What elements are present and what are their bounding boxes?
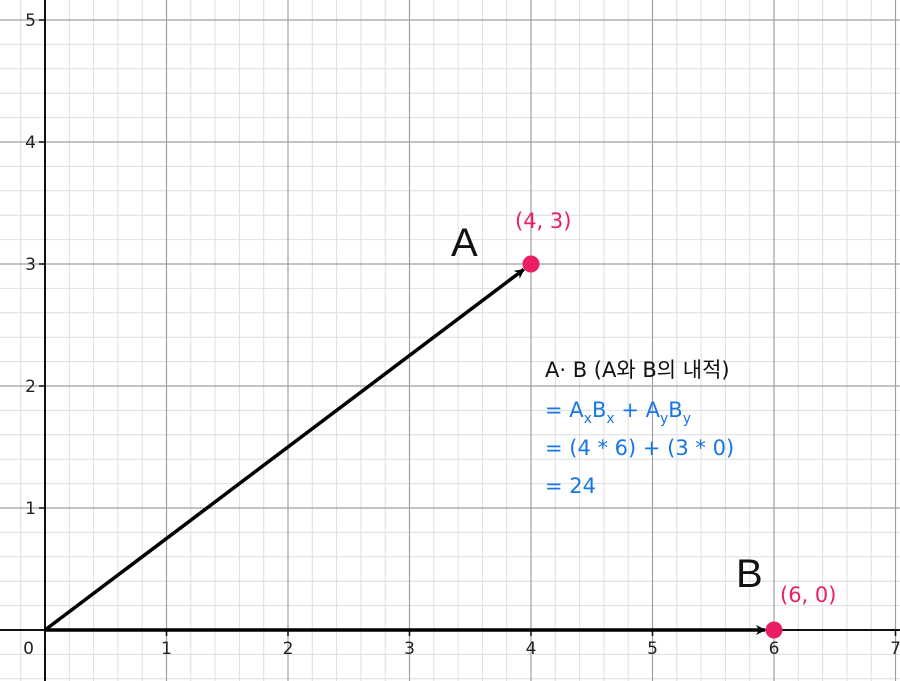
y-tick-label: 2 (25, 377, 36, 397)
vector-a-arrow (43, 268, 525, 632)
vector-b-endpoint (765, 621, 783, 639)
dot-product-substitution: = (4 * 6) + (3 * 0) (545, 436, 734, 460)
vector-a-coordinates: (4, 3) (515, 209, 571, 233)
x-tick-label: 5 (647, 639, 658, 659)
vector-a-label: A (451, 221, 478, 265)
dot-product-explanation: A· B (A와 B의 내적) = AxBx + AyBy = (4 * 6) … (545, 358, 734, 498)
y-tick-label: 3 (25, 255, 36, 275)
dot-product-result: = 24 (545, 474, 596, 498)
vector-b-coordinates: (6, 0) (780, 583, 836, 607)
x-tick-label: 1 (161, 639, 172, 659)
dot-product-title: A· B (A와 B의 내적) (545, 358, 730, 382)
x-tick-label: 7 (890, 639, 900, 659)
x-tick-label: 4 (526, 639, 537, 659)
vectors: A (4, 3) B (6, 0) (43, 209, 836, 639)
x-tick-label: 3 (404, 639, 415, 659)
x-tick-label: 2 (283, 639, 294, 659)
axis-ticks: 1 2 3 4 5 6 7 1 2 3 4 5 (25, 11, 900, 659)
y-tick-label: 4 (25, 133, 36, 153)
vector-b-label: B (736, 552, 763, 596)
y-tick-label: 5 (25, 11, 36, 31)
x-tick-label: 6 (769, 639, 780, 659)
dot-product-formula: = AxBx + AyBy (545, 398, 691, 427)
vector-a-endpoint (522, 255, 540, 273)
y-tick-label: 1 (25, 499, 36, 519)
origin-label: 0 (23, 639, 34, 659)
